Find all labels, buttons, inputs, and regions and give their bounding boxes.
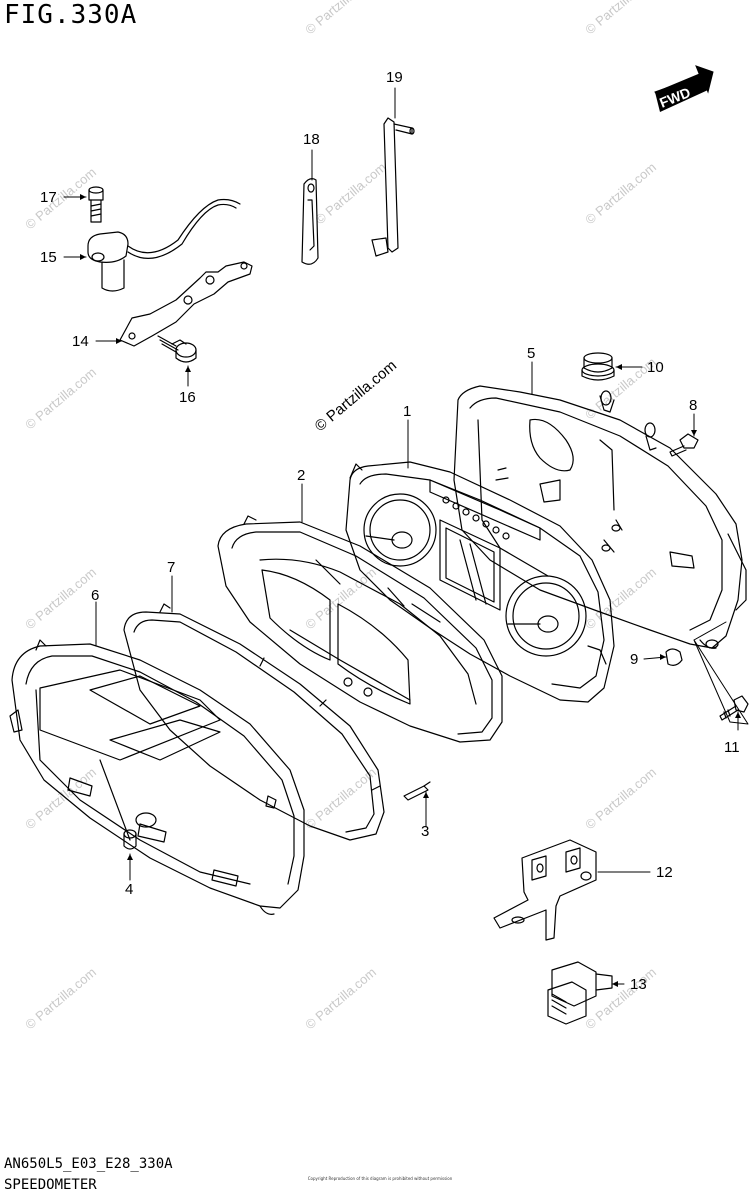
part-12-bracket-plate [493,839,597,941]
part-3-pin [403,781,431,801]
watermark: © Partzilla.com [582,159,659,227]
callout-5: 5 [527,345,535,362]
part-15-speed-sensor [87,198,241,292]
callout-6: 6 [91,587,99,604]
watermark: © Partzilla.com [22,564,99,632]
callout-labels: 1 2 3 4 5 6 7 8 9 10 11 12 13 14 15 16 1… [40,69,740,993]
fwd-label: FWD [657,84,693,111]
watermark: © Partzilla.com [582,0,659,37]
watermark: © Partzilla.com [302,764,379,832]
watermark: © Partzilla.com [22,964,99,1032]
part-5-rear-case [453,385,747,649]
watermark: © Partzilla.com [582,564,659,632]
part-8-screw [669,433,699,457]
figure-title: FIG.330A [4,0,138,30]
callout-12: 12 [656,864,673,881]
fwd-arrow-icon: FWD [654,65,714,112]
part-11-screw [719,695,749,721]
part-2-lens-frame [217,515,503,743]
watermark: © Partzilla.com [312,159,389,227]
leader-lines [63,87,749,985]
watermark: © Partzilla.com [22,364,99,432]
watermark: © Partzilla.com [302,0,379,37]
callout-13: 13 [630,976,647,993]
callout-4: 4 [125,881,133,898]
copyright-fine-print: Copyright Reproduction of this diagram i… [307,1176,453,1181]
part-14-bracket [119,261,253,347]
watermark: © Partzilla.com [582,764,659,832]
watermark: © Partzilla.com [22,164,99,232]
callout-11: 11 [724,739,740,756]
callout-14: 14 [72,333,89,350]
callout-10: 10 [647,359,664,376]
part-19-rod [371,117,415,257]
watermark-layer: © Partzilla.com © Partzilla.com © Partzi… [22,0,659,1032]
callout-8: 8 [689,397,697,414]
callout-15: 15 [40,249,57,266]
part-16-bolt [157,335,197,363]
part-10-grommet [581,352,615,381]
callout-18: 18 [303,131,320,148]
figure-name: SPEEDOMETER [4,1177,97,1193]
callout-1: 1 [403,403,411,420]
watermark: © Partzilla.com [302,964,379,1032]
part-18-strap [301,178,319,265]
callout-16: 16 [179,389,196,406]
callout-9: 9 [630,651,638,668]
part-17-screw [88,186,104,223]
part-7-gasket [123,603,385,841]
part-4-cushion [123,829,137,850]
part-13-connector [547,961,613,1025]
watermark: © Partzilla.com [22,764,99,832]
watermark: © Partzilla.com [582,964,659,1032]
callout-3: 3 [421,823,429,840]
callout-2: 2 [297,467,305,484]
part-1-meter-assembly [345,461,615,703]
arrowheads [80,194,741,987]
figure-code: AN650L5_E03_E28_330A [4,1156,173,1172]
callout-7: 7 [167,559,175,576]
part-9-cap [665,648,683,666]
callout-17: 17 [40,189,57,206]
part-6-front-cover [9,639,305,915]
watermark-main: © Partzilla.com [312,357,400,435]
callout-19: 19 [386,69,403,86]
